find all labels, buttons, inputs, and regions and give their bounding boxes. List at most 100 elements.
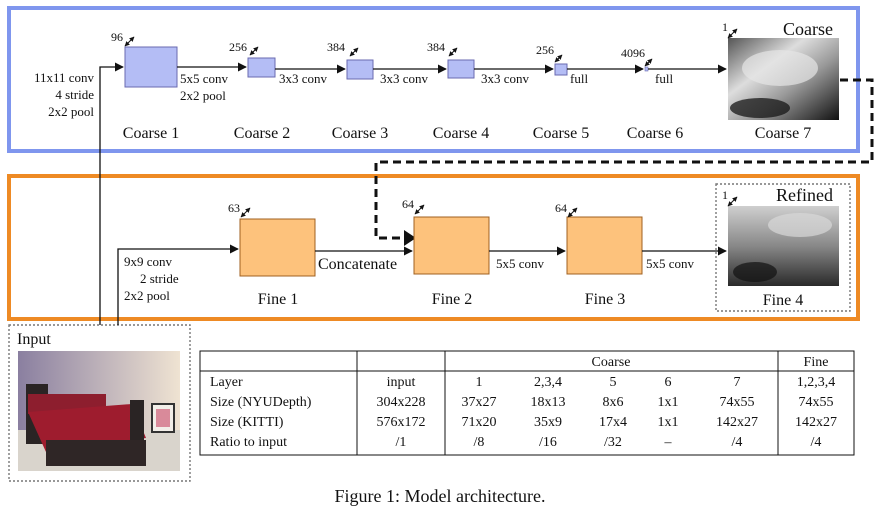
table-cell: /1 xyxy=(396,435,407,450)
table-cell: 35x9 xyxy=(534,415,562,430)
fine-4-name: Fine 4 xyxy=(763,292,803,309)
coarse-7-shadow xyxy=(730,98,790,118)
table-header-cell: 1 xyxy=(476,375,483,390)
table-cell: /16 xyxy=(539,435,557,450)
coarse-op6: full xyxy=(655,71,673,86)
fine-1-block xyxy=(239,218,316,277)
fine-op-input-line1: 9x9 conv xyxy=(124,254,173,269)
channel-arrow-icon xyxy=(124,36,135,47)
table-row: Ratio to input /1 /8 /16 /32 – /4 /4 xyxy=(210,435,821,450)
table-cell: Size (KITTI) xyxy=(210,415,284,430)
table-cell: Ratio to input xyxy=(210,435,287,450)
table-cell: Size (NYUDepth) xyxy=(210,395,312,410)
coarse-5-channels: 256 xyxy=(536,43,554,57)
fine-4-dotted-box xyxy=(715,183,851,312)
table-cell: 8x6 xyxy=(603,395,624,410)
table-cell: /4 xyxy=(811,435,822,450)
coarse-op-input-line1: 11x11 conv xyxy=(34,70,95,85)
coarse-op3: 3x3 conv xyxy=(380,71,429,86)
coarse-4-name: Coarse 4 xyxy=(433,125,489,142)
coarse-op4: 3x3 conv xyxy=(481,71,530,86)
coarse-1-block xyxy=(124,46,178,88)
input-to-coarse-line xyxy=(99,62,124,325)
channel-arrow-icon xyxy=(727,28,738,39)
table-header-cell: 1,2,3,4 xyxy=(797,375,836,390)
table-cell: 304x228 xyxy=(377,395,426,410)
coarse-op-input-line2: 4 stride xyxy=(55,87,94,102)
fine-op-concat: Concatenate xyxy=(318,256,397,273)
input-bedroom-photo xyxy=(18,351,180,471)
coarse-7-highlight xyxy=(742,50,818,86)
coarse-4-channels: 384 xyxy=(427,40,445,54)
fine-1-name: Fine 1 xyxy=(258,291,298,308)
table-cell: 1x1 xyxy=(658,395,679,410)
coarse-7-channels: 1 xyxy=(722,20,728,34)
channel-arrow-icon xyxy=(249,46,259,56)
table-cell: 142x27 xyxy=(795,415,837,430)
fine-4-highlight xyxy=(768,213,832,237)
table-row: Size (KITTI) 576x172 71x20 35x9 17x4 1x1… xyxy=(210,415,837,430)
coarse-3-name: Coarse 3 xyxy=(332,125,388,142)
coarse-op-input-line3: 2x2 pool xyxy=(48,104,94,119)
table-cell: 74x55 xyxy=(720,395,755,410)
table-cell: 142x27 xyxy=(716,415,758,430)
coarse-to-fine-dashed-connector xyxy=(374,78,874,240)
coarse-1-name: Coarse 1 xyxy=(123,125,179,142)
channel-arrow-icon xyxy=(349,47,359,57)
channel-arrow-icon xyxy=(554,54,563,63)
table-cell: 576x172 xyxy=(377,415,426,430)
fine-frame xyxy=(7,174,860,321)
table-header-row: Layer input 1 2,3,4 5 6 7 1,2,3,4 xyxy=(210,375,835,390)
fine-2-name: Fine 2 xyxy=(432,291,472,308)
dashed-connector-arrowhead-icon xyxy=(404,230,416,246)
figure-caption: Figure 1: Model architecture. xyxy=(335,486,546,506)
coarse-3-channels: 384 xyxy=(327,40,345,54)
coarse-op1-line2: 2x2 pool xyxy=(180,88,226,103)
table-header-cell: input xyxy=(387,375,416,390)
table-cell: 18x13 xyxy=(531,395,566,410)
coarse-6-name: Coarse 6 xyxy=(627,125,683,142)
fine-3-block xyxy=(566,216,643,275)
fine-1-channels: 63 xyxy=(228,201,240,215)
fine-2-channels: 64 xyxy=(402,197,414,211)
fine-op-input-line2: 2 stride xyxy=(140,271,179,286)
coarse-7-name: Coarse 7 xyxy=(755,125,811,142)
table-cell: 1x1 xyxy=(658,415,679,430)
fine-3-name: Fine 3 xyxy=(585,291,625,308)
coarse-4-block xyxy=(447,59,475,79)
fine-op-input-line3: 2x2 pool xyxy=(124,288,170,303)
table-group-fine: Fine xyxy=(804,355,829,370)
fine-op2: 5x5 conv xyxy=(496,256,545,271)
table-header-cell: 6 xyxy=(665,375,672,390)
fine-2-block xyxy=(413,216,490,275)
coarse-1-channels: 96 xyxy=(111,30,123,44)
table-cell: 37x27 xyxy=(462,395,497,410)
table-cell: 71x20 xyxy=(462,415,497,430)
layer-size-table xyxy=(199,350,855,456)
coarse-image-label: Coarse xyxy=(783,19,833,39)
coarse-6-block xyxy=(644,66,649,72)
table-header-cell: Layer xyxy=(210,375,243,390)
table-cell: – xyxy=(664,435,673,450)
coarse-6-channels: 4096 xyxy=(621,46,645,60)
table-cell: /32 xyxy=(604,435,622,450)
channel-arrow-icon xyxy=(727,196,738,207)
input-label: Input xyxy=(17,331,51,348)
coarse-2-name: Coarse 2 xyxy=(234,125,290,142)
table-header-cell: 7 xyxy=(734,375,741,390)
channel-arrow-icon xyxy=(240,207,251,218)
fine-4-channels: 1 xyxy=(722,188,728,202)
input-to-fine-line xyxy=(117,244,239,325)
fine-op3: 5x5 conv xyxy=(646,256,695,271)
fine-image-label: Refined xyxy=(776,185,833,205)
channel-arrow-icon xyxy=(414,204,425,215)
table-group-coarse: Coarse xyxy=(592,355,631,370)
coarse-3-block xyxy=(346,59,374,80)
table-cell: 17x4 xyxy=(599,415,627,430)
coarse-2-block xyxy=(247,57,276,78)
table-cell: /4 xyxy=(732,435,743,450)
fine-3-channels: 64 xyxy=(555,201,567,215)
table-header-cell: 2,3,4 xyxy=(534,375,562,390)
